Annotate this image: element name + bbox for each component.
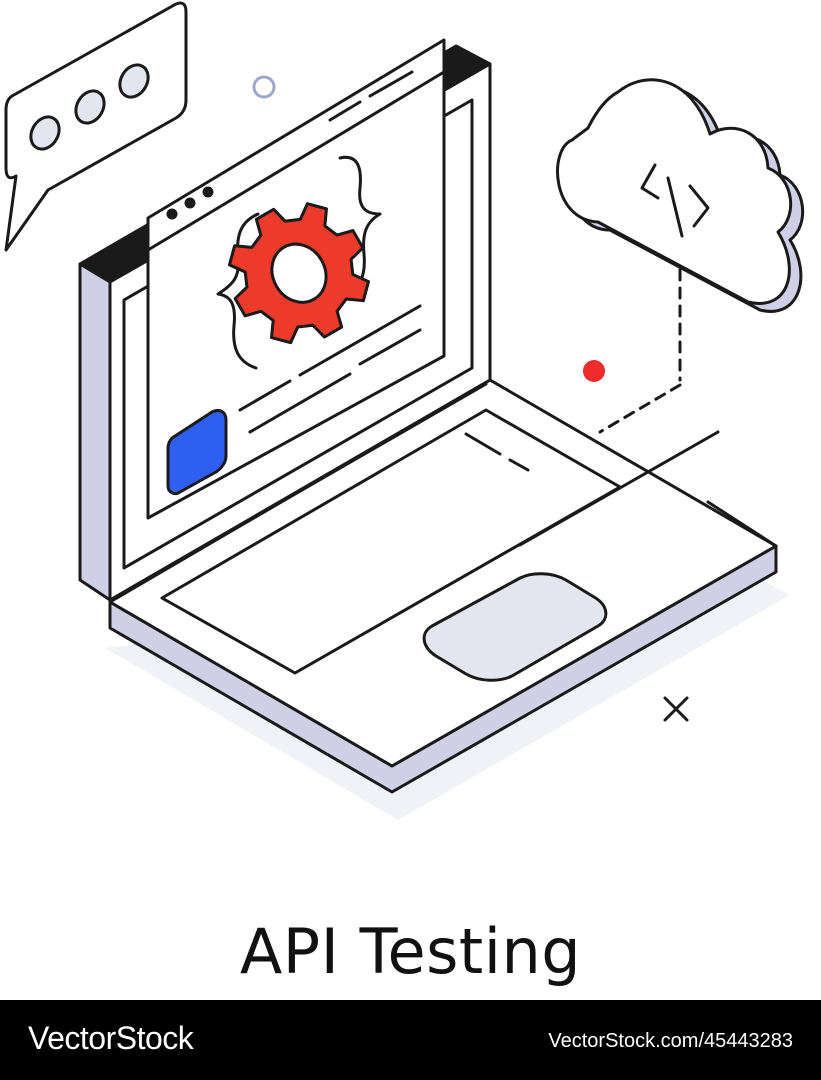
window-dot-3: [202, 186, 214, 198]
laptop-icon: [78, 38, 778, 794]
window-dot-2: [184, 197, 196, 209]
chat-dot-1: [29, 115, 61, 151]
accent-dot: [583, 360, 605, 382]
cloud-code-brackets: [640, 163, 710, 238]
code-brackets-icon: [216, 155, 382, 370]
chat-dot-2: [74, 89, 106, 125]
watermark-id: VectorStock.com/45443283: [548, 1030, 793, 1052]
laptop-screen-side: [78, 262, 112, 602]
chat-bubble-icon: [4, 1, 188, 252]
window-dot-1: [166, 208, 178, 220]
cloud-dashed-connector-diag: [598, 383, 682, 434]
watermark-bar: VectorStock VectorStock.com/45443283: [0, 1000, 821, 1080]
cloud-code-icon: [556, 78, 805, 434]
chat-dot-3: [118, 63, 150, 99]
gear-icon: [228, 202, 370, 345]
blue-key: [166, 408, 228, 496]
laptop-touchpad: [422, 572, 608, 682]
watermark-brand: VectorStock: [28, 1020, 194, 1056]
gear-hole: [270, 242, 328, 304]
small-circle-icon: [252, 75, 276, 99]
caption-title: API Testing: [239, 915, 582, 988]
api-testing-illustration: [4, 1, 805, 820]
close-x-icon: [663, 696, 689, 722]
